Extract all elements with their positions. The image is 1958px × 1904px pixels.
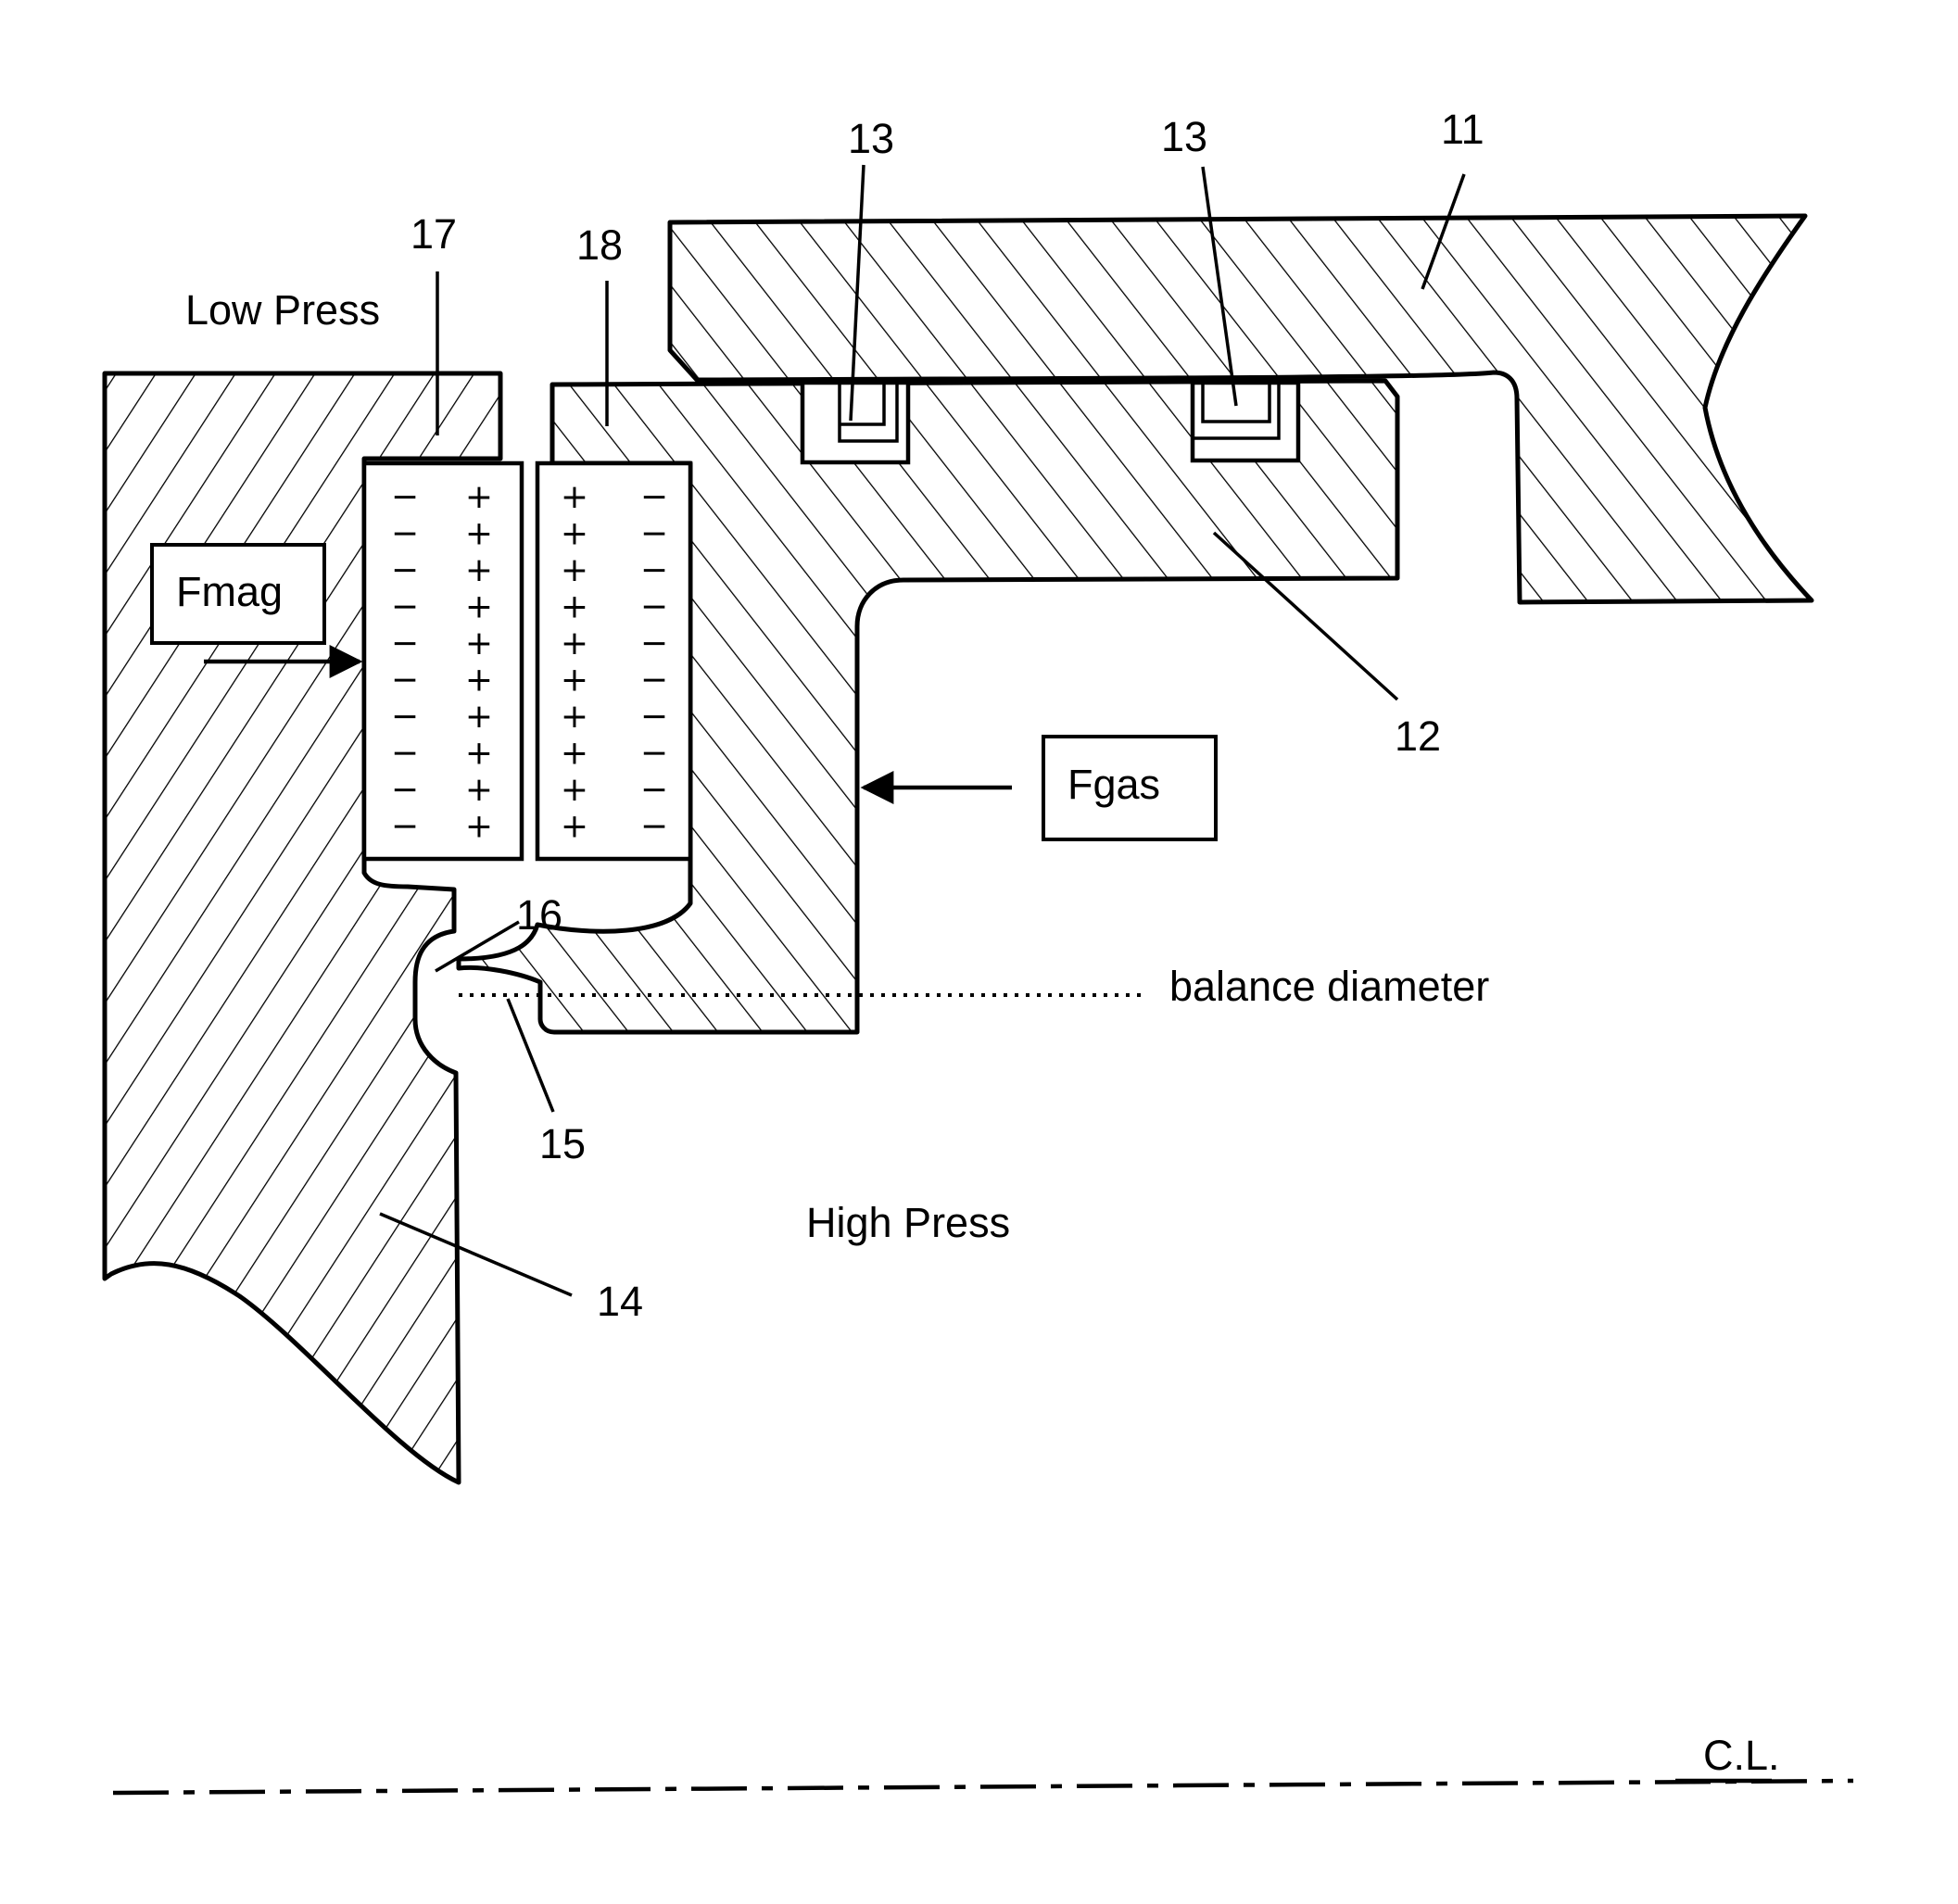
magnet-18-left-sign: + (561, 515, 588, 553)
magnet-17-right-sign: + (465, 515, 493, 553)
groove-13-left (802, 383, 908, 462)
magnet-18-right-sign: − (640, 698, 668, 736)
magnet-17-left-sign: − (391, 735, 419, 773)
magnet-17-right-sign: + (465, 551, 493, 589)
centerline-label: C.L. (1703, 1732, 1780, 1779)
magnet-17-right-sign: + (465, 808, 493, 846)
magnet-17-left-sign: − (391, 624, 419, 662)
centerline (113, 1781, 1853, 1793)
magnet-18-right-sign: − (640, 624, 668, 662)
magnet-18-left-sign: + (561, 662, 588, 700)
magnet-18-right-sign: − (640, 662, 668, 700)
magnet-18-right-sign: − (640, 478, 668, 516)
magnet-18-right-sign: − (640, 735, 668, 773)
magnet-17-left-sign: − (391, 515, 419, 553)
callout-16: 16 (516, 891, 562, 939)
callout-18: 18 (576, 221, 623, 269)
magnet-18-right-sign: − (640, 808, 668, 846)
magnet-18-right-sign: − (640, 551, 668, 589)
magnet-18-left-sign: + (561, 478, 588, 516)
fmag-label: Fmag (176, 568, 283, 615)
magnet-17-left-sign: − (391, 771, 419, 809)
magnet-17-left-sign: − (391, 588, 419, 626)
magnet-18-left-sign: + (561, 551, 588, 589)
low-press-label: Low Press (185, 286, 380, 334)
magnet-17-left-sign: − (391, 698, 419, 736)
callout-13b: 13 (1161, 113, 1207, 160)
magnet-18-left-sign: + (561, 624, 588, 662)
magnet-18-left-sign: + (561, 588, 588, 626)
magnet-18-left-sign: + (561, 808, 588, 846)
fgas-label: Fgas (1067, 761, 1160, 808)
callout-14: 14 (597, 1278, 643, 1325)
magnet-17-right-sign: + (465, 771, 493, 809)
balance-diameter-label: balance diameter (1169, 963, 1489, 1010)
callout-15: 15 (539, 1120, 586, 1167)
callout-12: 12 (1395, 712, 1441, 760)
callout-11: 11 (1441, 106, 1484, 153)
magnet-17-right-sign: + (465, 588, 493, 626)
magnet-17-left-sign: − (391, 808, 419, 846)
magnet-17 (364, 463, 522, 859)
callout-17: 17 (411, 210, 457, 258)
magnet-18-left-sign: + (561, 698, 588, 736)
magnet-18-right-sign: − (640, 515, 668, 553)
magnet-17-left-sign: − (391, 478, 419, 516)
magnet-18-right-sign: − (640, 771, 668, 809)
magnet-17-left-sign: − (391, 551, 419, 589)
magnet-17-right-sign: + (465, 698, 493, 736)
magnet-17-right-sign: + (465, 624, 493, 662)
magnet-17-right-sign: + (465, 735, 493, 773)
magnet-17-right-sign: + (465, 478, 493, 516)
callout-13a: 13 (848, 115, 894, 162)
magnet-18-left-sign: + (561, 735, 588, 773)
magnet-18-right-sign: − (640, 588, 668, 626)
magnet-17-left-sign: − (391, 662, 419, 700)
magnet-18-left-sign: + (561, 771, 588, 809)
high-press-label: High Press (806, 1199, 1010, 1246)
magnet-17-right-sign: + (465, 662, 493, 700)
